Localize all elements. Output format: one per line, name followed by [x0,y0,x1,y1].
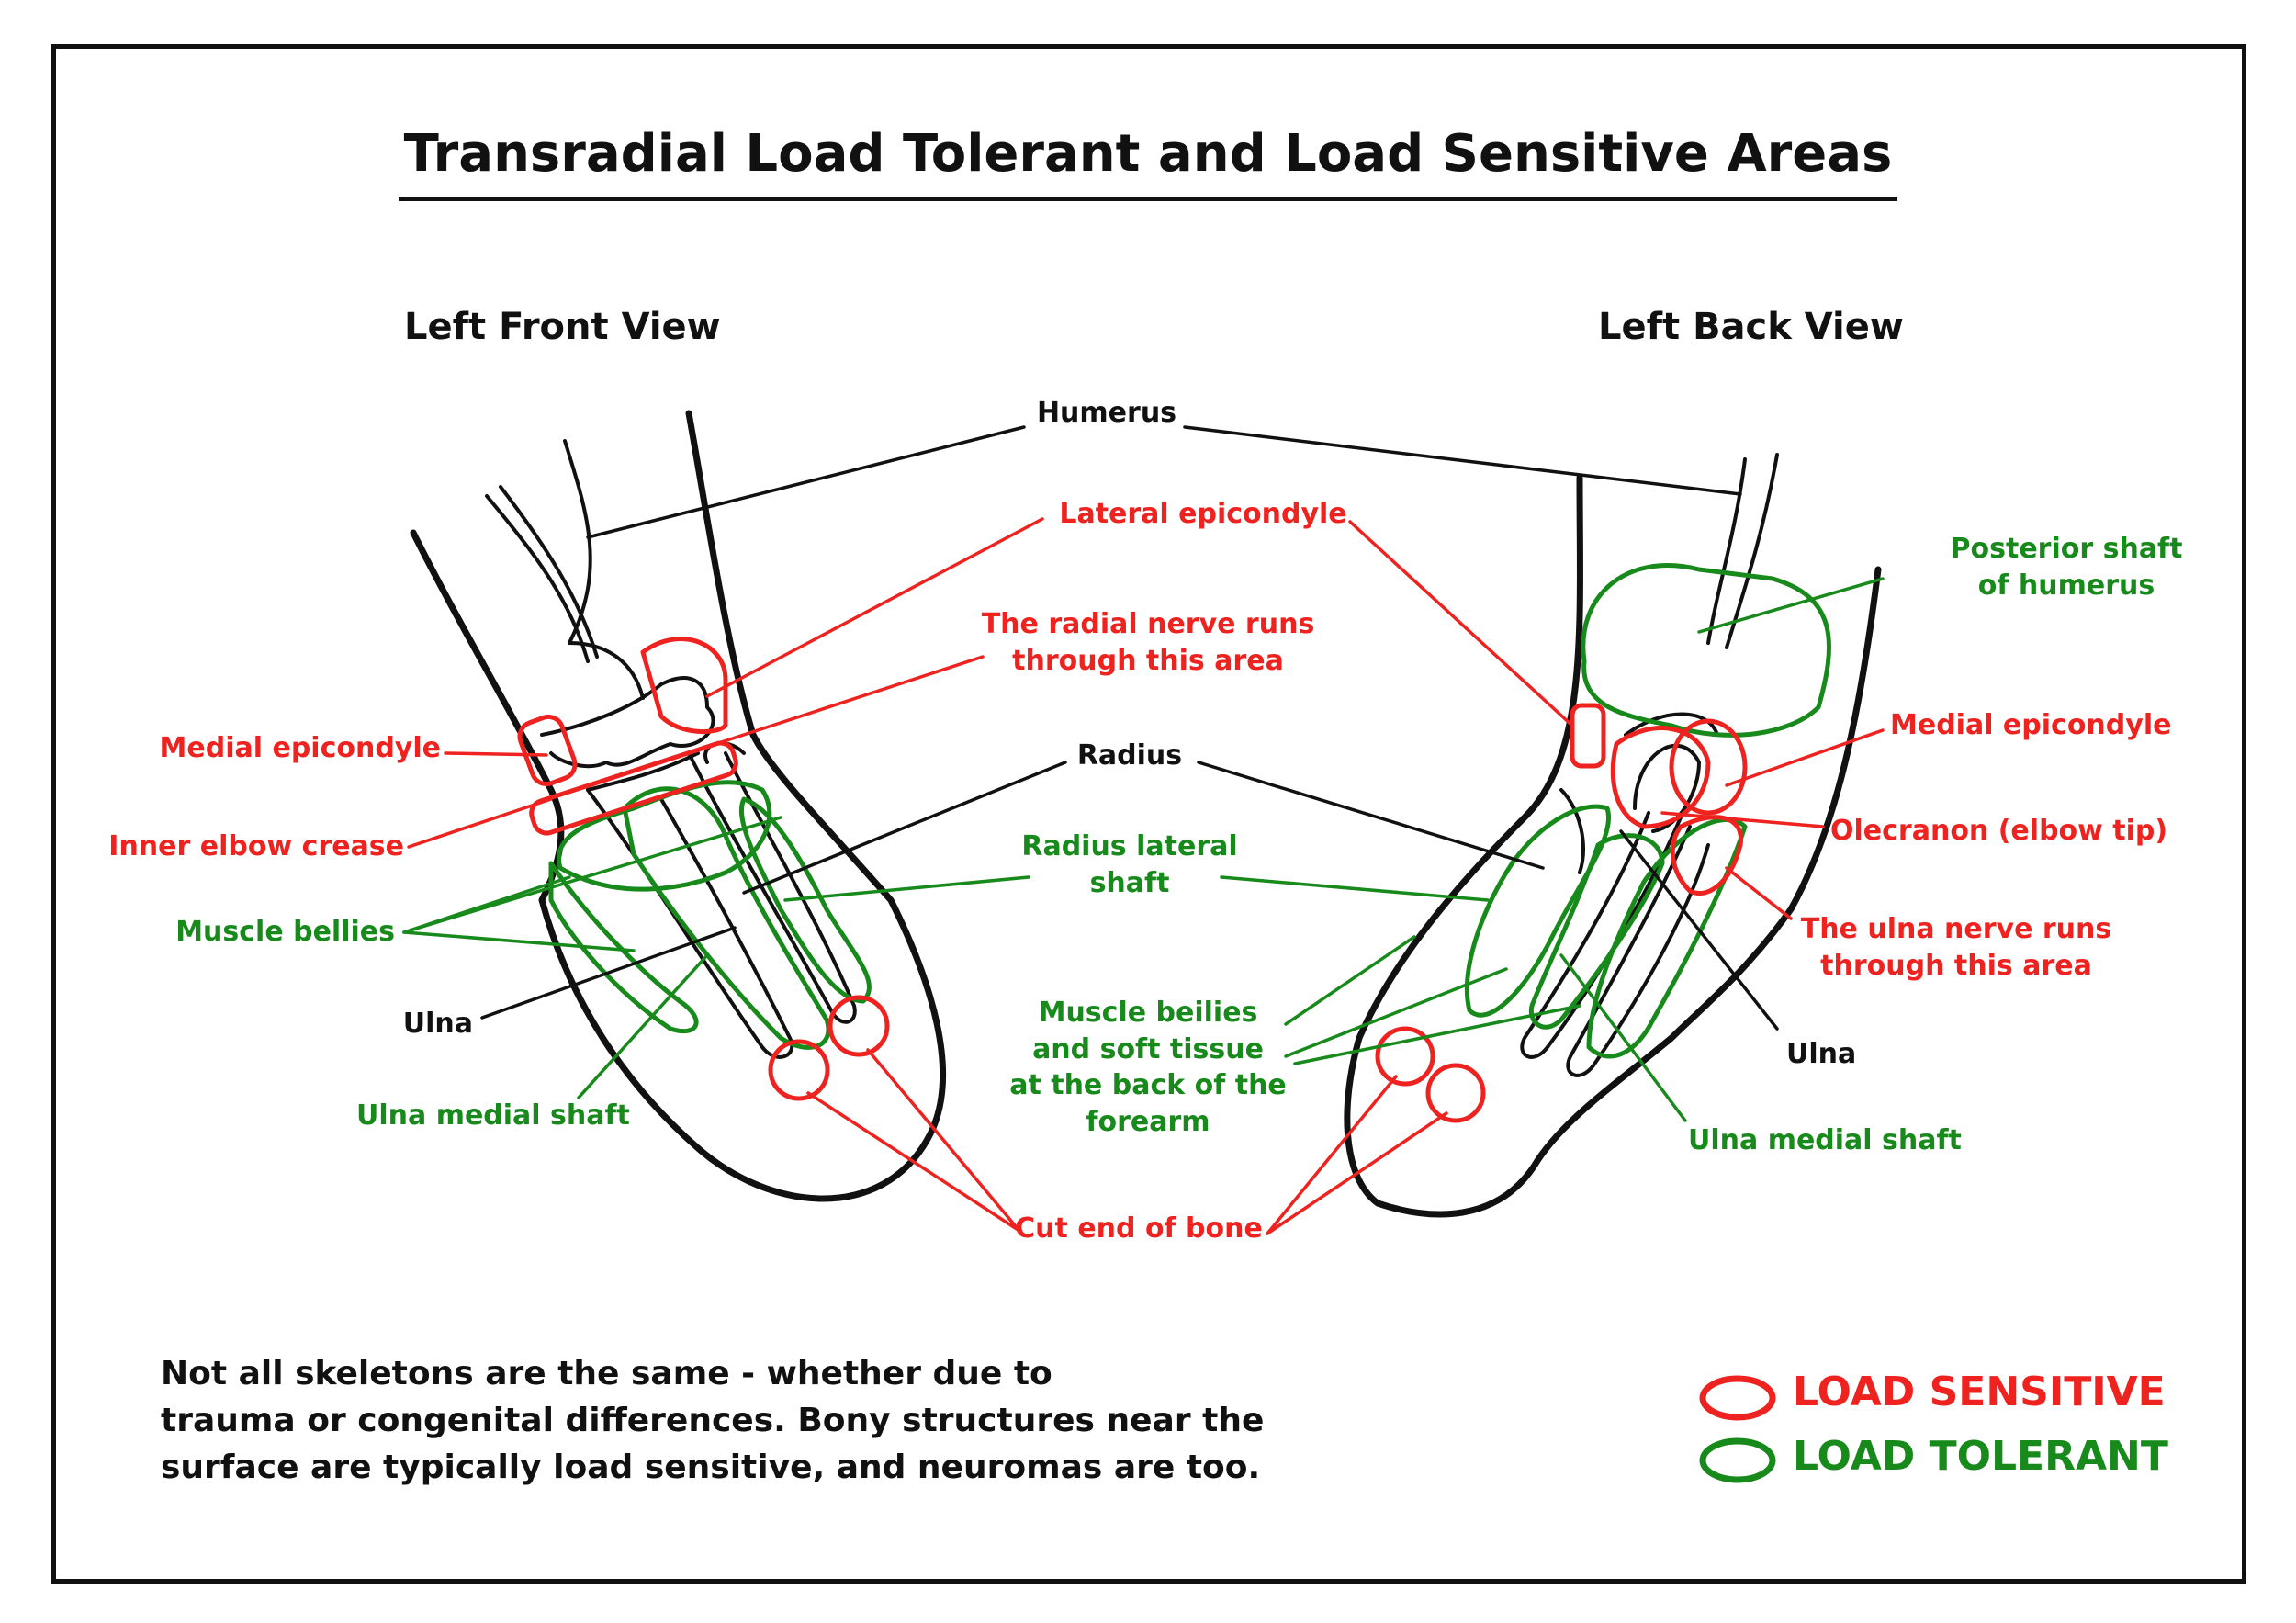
label-muscle-bellies-front: Muscle bellies [175,916,395,948]
black-leader-lines [480,425,1779,1031]
label-ulna-nerve: The ulna nerve runs through this area [1800,913,2112,982]
page-frame [51,44,2246,1584]
diagram-title: Transradial Load Tolerant and Load Sensi… [0,124,2296,201]
label-ulna-medial-shaft-front: Ulna medial shaft [356,1099,630,1132]
front-bones [485,439,857,1059]
label-medial-epicondyle-front: Medial epicondyle [159,732,441,764]
label-cut-end-of-bone: Cut end of bone [1015,1212,1263,1245]
label-posterior-shaft-humerus: Posterior shaft of humerus [1950,533,2183,602]
label-ulna-back: Ulna [1786,1038,1857,1070]
label-ulna-front: Ulna [402,1008,473,1040]
legend-tolerant-swatch [1699,1437,1776,1483]
legend-tolerant-label: LOAD TOLERANT [1793,1433,2168,1480]
label-muscle-bellies-back: Muscle beilies and soft tissue at the ba… [1009,997,1287,1138]
back-tolerant-zones [1464,563,1831,1059]
label-ulna-medial-shaft-back: Ulna medial shaft [1688,1124,1962,1156]
legend-sensitive-swatch [1699,1375,1776,1421]
label-olecranon: Olecranon (elbow tip) [1830,815,2168,847]
red-leader-lines [407,517,1885,1235]
label-radial-nerve: The radial nerve runs through this area [981,608,1315,677]
green-leader-lines [402,577,1885,1122]
label-lateral-epicondyle: Lateral epicondyle [1059,498,1347,530]
front-view-heading: Left Front View [404,306,721,348]
back-view-heading: Left Back View [1598,306,1904,348]
front-arm-outline [410,410,947,1202]
label-humerus: Humerus [1036,397,1177,429]
label-medial-epicondyle-back: Medial epicondyle [1890,709,2172,741]
label-radius-lateral-shaft: Radius lateral shaft [1021,830,1238,899]
back-arm-outline [1344,474,1882,1218]
label-radius: Radius [1076,739,1183,772]
front-tolerant-zones [548,780,872,1050]
legend-sensitive-label: LOAD SENSITIVE [1793,1369,2166,1415]
label-inner-elbow-crease: Inner elbow crease [108,830,404,862]
footnote: Not all skeletons are the same - whether… [161,1355,1265,1487]
legend-swatches [1699,1375,1776,1483]
back-sensitive-zones [1375,703,1748,1123]
front-sensitive-zones [517,637,890,1101]
